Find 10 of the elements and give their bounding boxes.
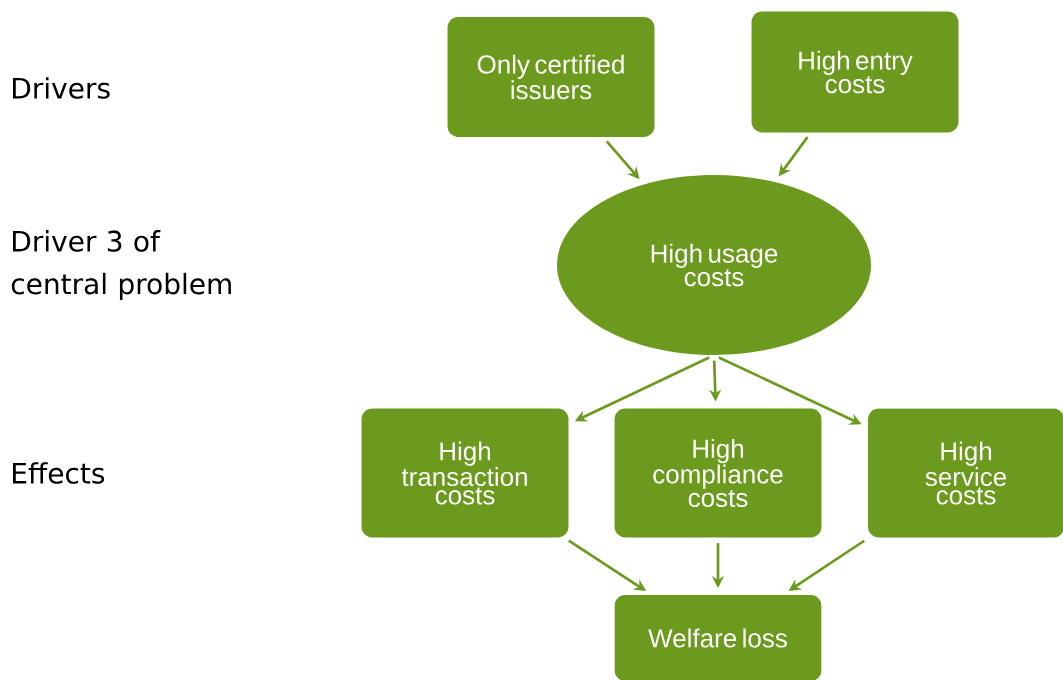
process-box: Only certified issuers bbox=[447, 17, 655, 137]
row-label: Drivers bbox=[13, 77, 110, 99]
process-box: Welfare loss bbox=[614, 595, 822, 680]
process-box: High compliance costs bbox=[614, 408, 822, 538]
process-box: High service costs bbox=[868, 408, 1063, 538]
row-label: Effects bbox=[13, 462, 105, 484]
process-box: High transaction costs bbox=[361, 408, 569, 538]
process-box: High entry costs bbox=[751, 11, 959, 133]
row-label: Driver 3 of central problem bbox=[11, 230, 231, 300]
ellipse-node: High usage costs bbox=[557, 175, 871, 355]
